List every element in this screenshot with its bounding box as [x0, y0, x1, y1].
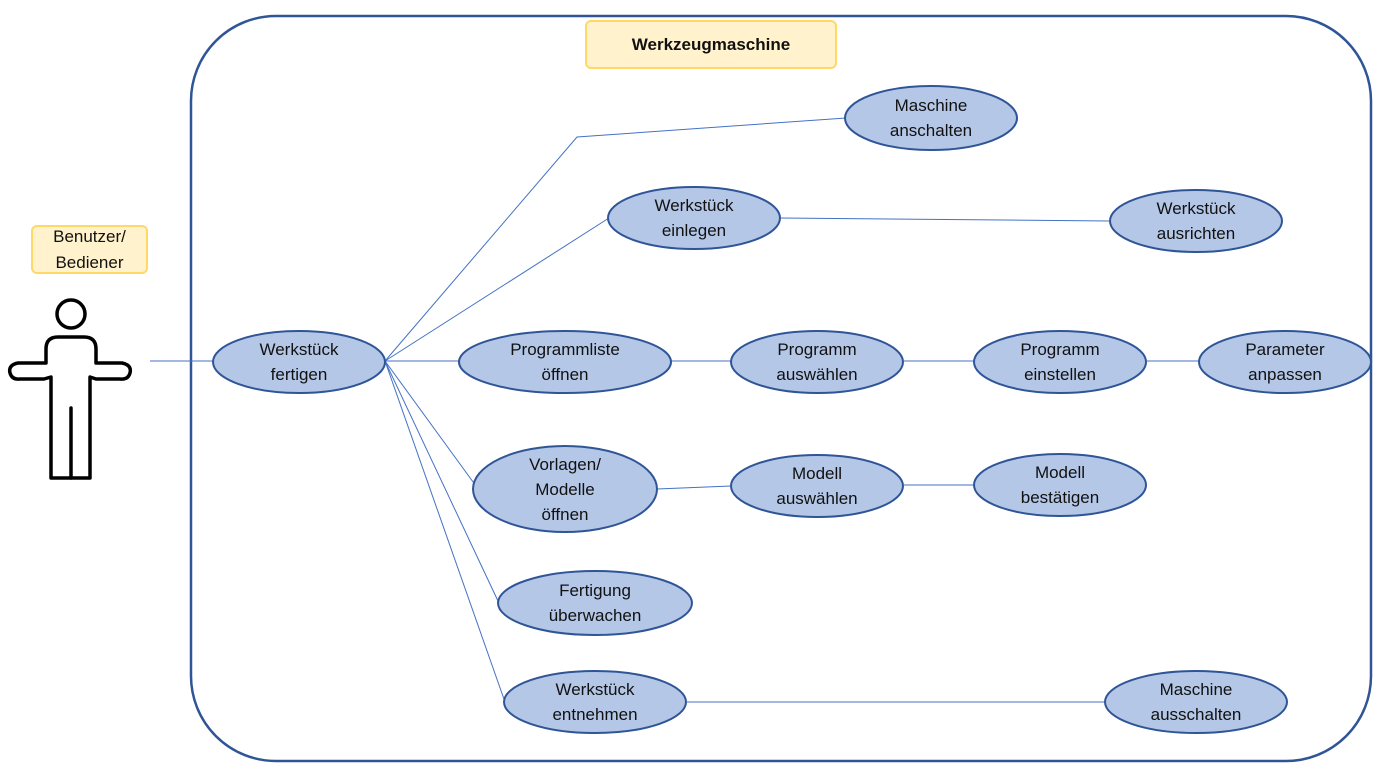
use-case-label-modell-bestaetigen: Modell bestätigen — [1020, 463, 1100, 507]
use-case-label-fertigung-ueberwachen: Fertigung überwachen — [548, 581, 642, 625]
connector-vorlagen-modell — [656, 485, 732, 490]
use-case-label-parameter-anpassen: Parameter anpassen — [1245, 340, 1325, 384]
use-case-werkstueck-einlegen — [607, 186, 781, 250]
use-case-label-maschine-ausschalten: Maschine ausschalten — [1150, 680, 1242, 724]
use-case-parameter-anpassen — [1198, 330, 1372, 394]
use-case-programm-einstellen — [973, 330, 1147, 394]
use-case-modell-auswaehlen — [730, 454, 904, 518]
use-case-label-werkstueck-entnehmen: Werkstück entnehmen — [552, 680, 638, 724]
connector-fertigen-entnehmen — [384, 360, 506, 703]
actor-label: Benutzer/ Bediener — [31, 225, 148, 274]
use-case-werkstueck-ausrichten — [1109, 189, 1283, 253]
connector-fertigen-anschalten — [384, 117, 847, 362]
use-case-label-werkstueck-ausrichten: Werkstück ausrichten — [1156, 199, 1236, 243]
use-case-modell-bestaetigen — [973, 453, 1147, 517]
use-case-label-programm-auswaehlen: Programm auswählen — [776, 340, 858, 384]
use-case-label-werkstueck-fertigen: Werkstück fertigen — [259, 340, 339, 384]
connector-fertigen-ueberwachen — [384, 360, 499, 602]
use-case-werkstueck-entnehmen — [503, 670, 687, 734]
use-case-label-programm-einstellen: Programm einstellen — [1020, 340, 1100, 384]
use-case-programmliste-oeffnen — [458, 330, 672, 394]
connector-fertigen-vorlagen — [384, 360, 477, 487]
use-case-label-vorlagen-modelle-oeffnen: Vorlagen/ Modelle öffnen — [529, 454, 601, 524]
connector-fertigen-einlegen — [384, 217, 610, 362]
use-case-maschine-anschalten — [844, 85, 1018, 151]
use-case-werkstueck-fertigen — [212, 330, 386, 394]
use-case-label-programmliste-oeffnen: Programmliste öffnen — [510, 340, 620, 384]
use-case-label-maschine-anschalten: Maschine anschalten — [889, 96, 973, 140]
use-case-fertigung-ueberwachen — [497, 570, 693, 636]
connector-einlegen-ausrichten — [779, 217, 1111, 222]
use-case-label-werkstueck-einlegen: Werkstück einlegen — [654, 196, 734, 240]
system-boundary — [189, 14, 1373, 763]
system-title: Werkzeugmaschine — [585, 20, 837, 69]
use-case-maschine-ausschalten — [1104, 670, 1288, 734]
use-case-programm-auswaehlen — [730, 330, 904, 394]
use-case-label-modell-auswaehlen: Modell auswählen — [776, 464, 858, 508]
use-case-vorlagen-modelle-oeffnen — [472, 445, 658, 533]
actor-stick-figure-icon — [7, 298, 133, 480]
